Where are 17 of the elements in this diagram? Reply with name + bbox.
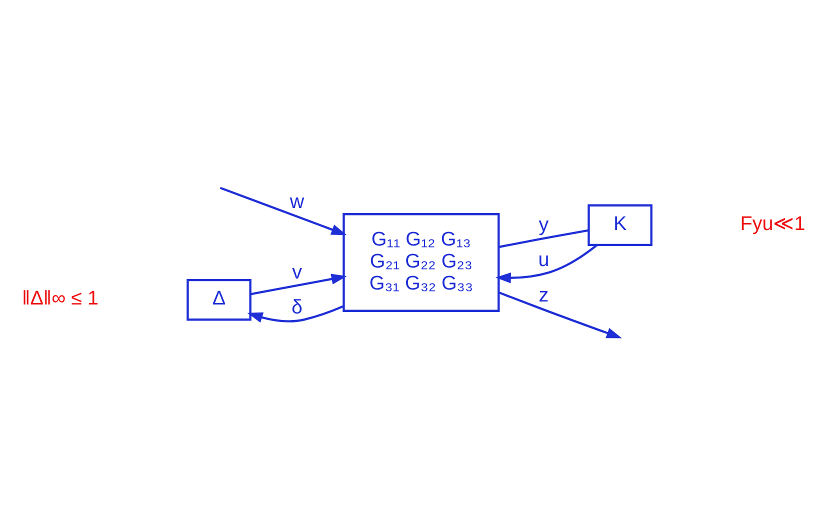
label: Fyu≪1 xyxy=(740,212,806,234)
connector xyxy=(498,228,589,248)
node-box: K xyxy=(588,204,652,246)
edge-label: δ xyxy=(292,296,303,318)
arrow xyxy=(498,290,622,338)
label: ‖Δ‖∞ ≤ 1 xyxy=(22,287,99,310)
edge-label: v xyxy=(292,260,302,283)
arrow xyxy=(250,273,347,295)
arrow xyxy=(247,304,344,322)
node-box: Δ xyxy=(186,278,252,320)
arrow xyxy=(220,186,347,235)
edge-label: y xyxy=(538,214,549,236)
arrow xyxy=(495,244,598,283)
edge-label: w xyxy=(290,190,304,213)
edge-label: u xyxy=(538,248,550,271)
node-box: G₁₁ G₁₂ G₁₃ G₂₁ G₂₂ G₂₃ G₃₁ G₃₂ G₃₃ xyxy=(342,212,500,312)
edge-label: z xyxy=(538,284,549,306)
